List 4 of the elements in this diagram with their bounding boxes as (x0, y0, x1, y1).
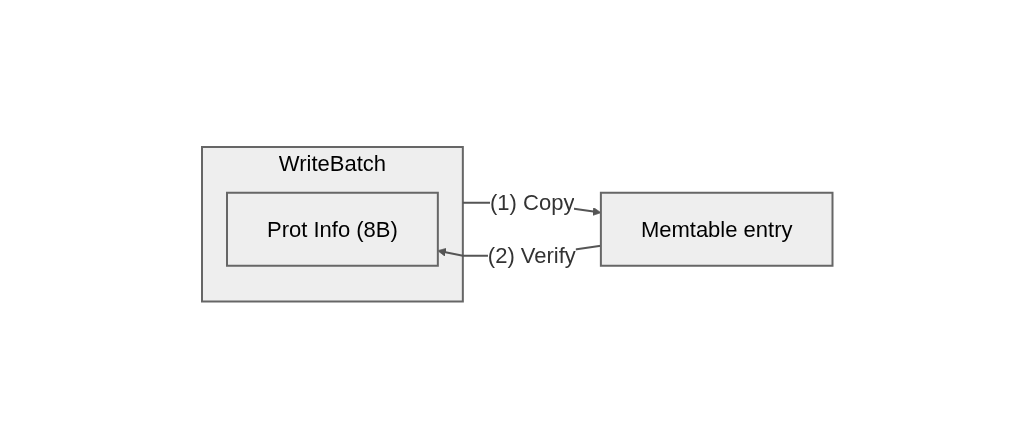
node-box: Memtable entry (599, 191, 834, 267)
edge-label: (2) Verify (487, 243, 576, 268)
node-box: Prot Info (8B) (225, 191, 439, 267)
edge-label: (1) Copy (489, 190, 575, 216)
